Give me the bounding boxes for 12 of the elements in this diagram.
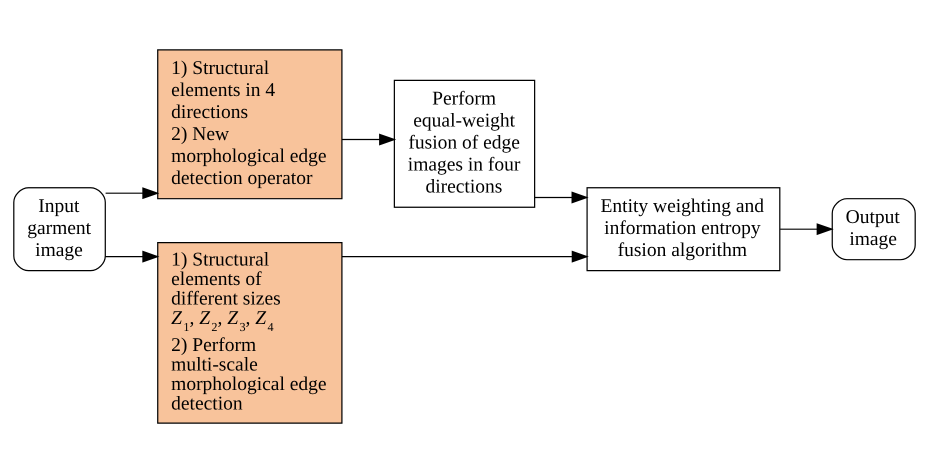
arrow <box>342 250 589 262</box>
node-box: Input garment image <box>13 186 106 271</box>
arrow <box>780 222 834 235</box>
arrow <box>342 133 396 146</box>
node-box: Entity weighting and information entropy fusion algorithm <box>586 186 780 271</box>
arrow <box>106 250 160 262</box>
node-box: 1) Structural elements of different sizes Z$_{1}$, Z$_{2}$, Z$_{3}$, Z$_{4}$ 2) Perform multi-scale morphological edge detection <box>157 241 343 424</box>
node-box: 1) Structural elements in 4 directions 2) New morphological edge detection operator <box>157 48 343 199</box>
arrow <box>534 190 589 203</box>
node-box: Output image <box>832 198 916 260</box>
arrow <box>106 186 160 199</box>
node-box: Perform equal-weight fusion of edge images in four directions <box>394 79 536 208</box>
